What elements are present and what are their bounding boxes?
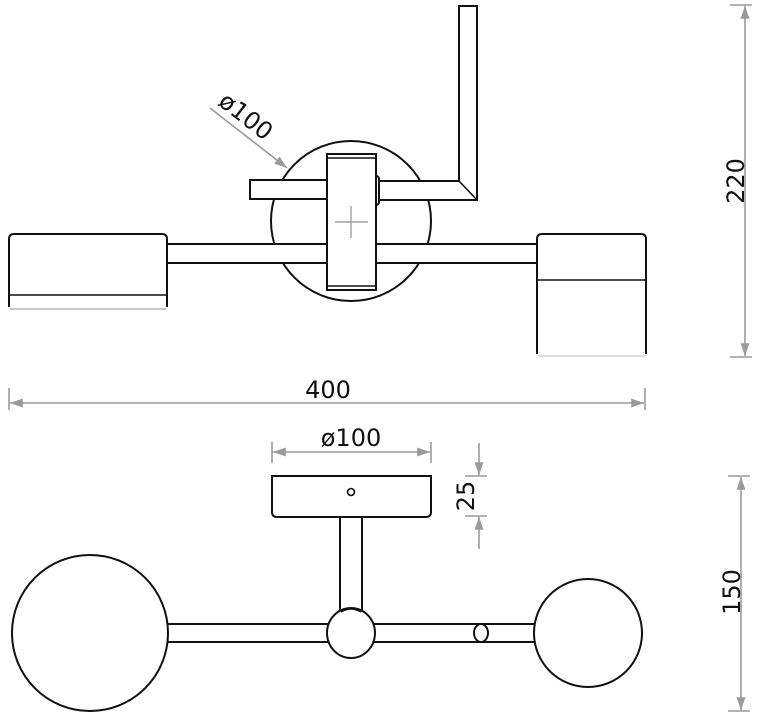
top-bracket-bend: [458, 180, 478, 201]
front-canopy: [271, 475, 432, 518]
front-stem: [339, 516, 363, 613]
top-width-label: 400: [305, 376, 351, 404]
top-right-shade: [536, 233, 647, 354]
front-thickness-label: 25: [452, 481, 480, 512]
top-height-label: 220: [722, 158, 750, 204]
front-tube-knob: [473, 623, 489, 643]
front-right-globe: [533, 578, 643, 688]
front-view: ø100 25 150: [11, 424, 750, 712]
front-canopy-screw-hole: [346, 487, 356, 497]
front-stem-collar: [340, 608, 362, 613]
top-left-shade: [8, 233, 168, 307]
top-view: ø100 220 400: [8, 4, 752, 410]
front-left-globe: [11, 554, 169, 712]
front-center-joint: [326, 607, 376, 659]
front-height-label: 150: [718, 569, 746, 615]
top-diameter-label: ø100: [213, 87, 278, 146]
top-diameter-leader: [209, 107, 288, 169]
front-diameter-label: ø100: [321, 424, 382, 452]
top-left-bar: [249, 179, 331, 200]
